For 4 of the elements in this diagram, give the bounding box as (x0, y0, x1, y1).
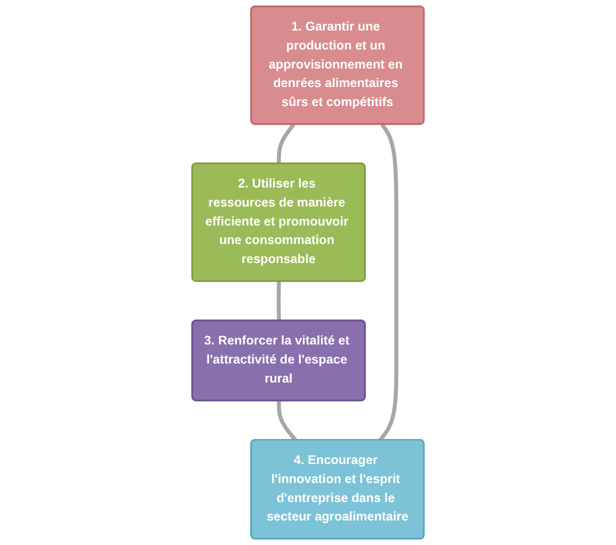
connector (276, 123, 296, 164)
connector (378, 123, 398, 442)
connector (276, 400, 298, 442)
connector (276, 281, 281, 321)
